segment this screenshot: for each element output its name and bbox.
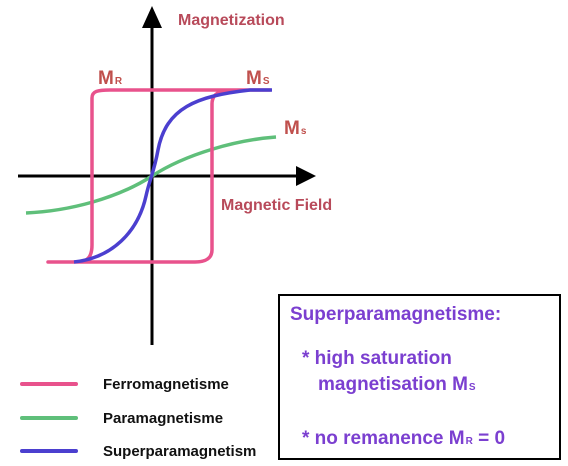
superparamagnetism-curve (73, 88, 272, 264)
y-axis-arrowhead (142, 6, 162, 28)
x-axis-arrowhead (296, 166, 316, 186)
info-box-line-saturation: * high saturation (302, 348, 452, 369)
info-box-line-remanence: * no remanence MR = 0 (302, 428, 506, 449)
paramagnetic-saturation-label: Ms (284, 118, 307, 139)
info-box-title: Superparamagnetisme: (290, 304, 502, 325)
legend-swatch-ferromagnetism (20, 382, 78, 386)
legend-label-superparamagnetism: Superparamagnetism (103, 442, 257, 460)
legend-label-paramagnetism: Paramagnetisme (103, 409, 224, 427)
info-box-line-magnetisation: magnetisation MS (318, 374, 476, 395)
remanence-label: MR (98, 68, 123, 89)
legend-item-superparamagnetism: Superparamagnetism (20, 441, 256, 461)
saturation-label: MS (246, 68, 270, 89)
legend-label-ferromagnetism: Ferromagnetisme (103, 375, 229, 393)
x-axis-label: Magnetic Field (221, 197, 333, 214)
y-axis-label: Magnetization (178, 12, 285, 29)
legend-swatch-superparamagnetism (20, 449, 78, 453)
superparamagnetism-info-box: Superparamagnetisme: * high saturation m… (278, 294, 561, 460)
legend-swatch-paramagnetism (20, 416, 78, 420)
legend-item-ferromagnetism: Ferromagnetisme (20, 374, 229, 394)
legend-item-paramagnetism: Paramagnetisme (20, 408, 223, 428)
